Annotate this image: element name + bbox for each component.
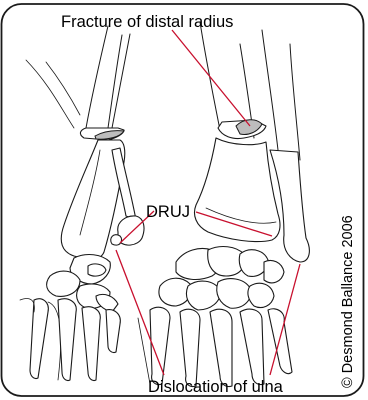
fracture-label: Fracture of distal radius [61, 13, 233, 31]
dislocation-label: Dislocation of ulna [148, 378, 284, 396]
left-wrist-illustration [20, 26, 144, 381]
fracture-leader [172, 30, 250, 126]
copyright-notice: © Desmond Ballance 2006 [340, 215, 356, 388]
druj-label: DRUJ [146, 203, 190, 221]
